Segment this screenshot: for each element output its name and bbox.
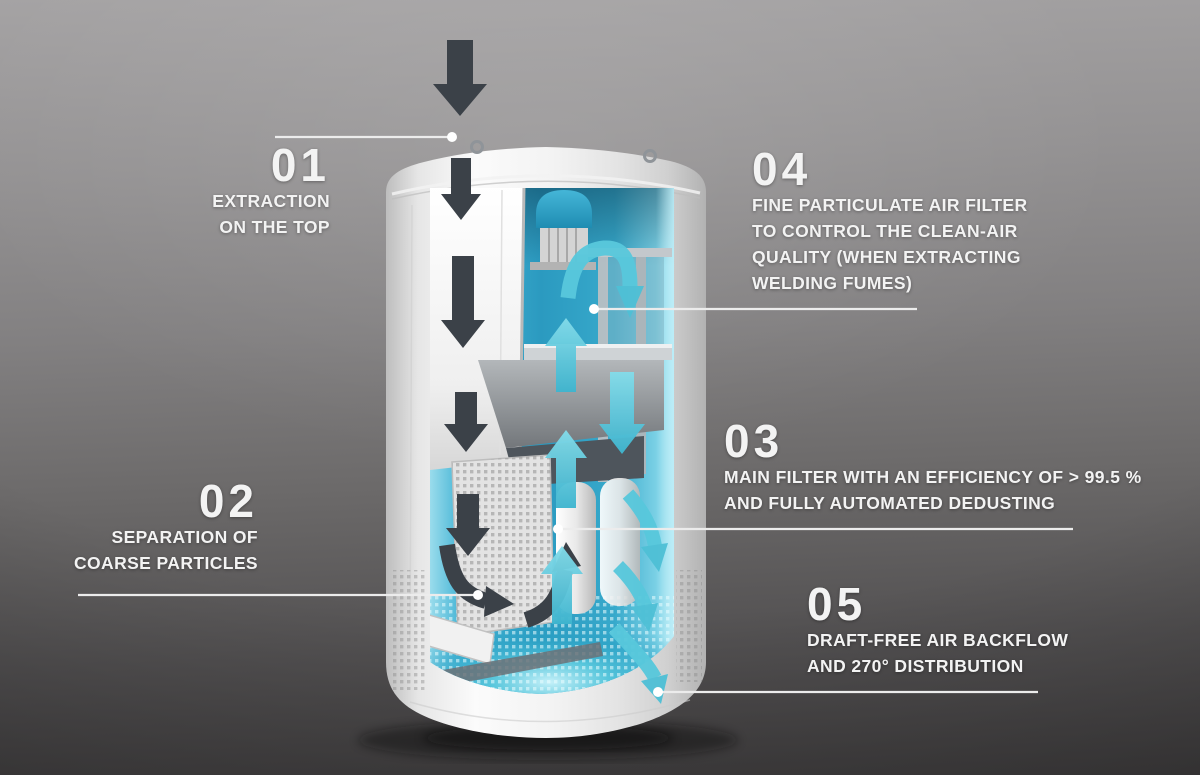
leader-line-02 [78, 590, 483, 600]
callout-05: 05 DRAFT-FREE AIR BACKFLOW AND 270° DIST… [807, 581, 1068, 679]
leader-dot [553, 524, 563, 534]
callout-04: 04 FINE PARTICULATE AIR FILTER TO CONTRO… [752, 146, 1028, 296]
callout-05-number: 05 [807, 578, 867, 630]
backflow-curved-arrow-icon [622, 489, 668, 572]
duct-down-arrow-icon [446, 494, 490, 556]
leader-line-04 [589, 304, 917, 314]
fan-motor [530, 190, 596, 270]
callout-05-text: AND 270° DISTRIBUTION [807, 656, 1024, 676]
callout-04-text: WELDING FUMES) [752, 273, 913, 293]
callout-03-number: 03 [724, 415, 784, 467]
leader-dot [653, 687, 663, 697]
leader-dot [447, 132, 457, 142]
dust-discharge-chute [430, 609, 603, 690]
callout-04-text: QUALITY (WHEN EXTRACTING [752, 247, 1021, 267]
duct-down-arrow-icon [441, 158, 481, 220]
callout-02: 02 SEPARATION OF COARSE PARTICLES [74, 478, 258, 576]
callout-04-text: FINE PARTICULATE AIR FILTER [752, 195, 1028, 215]
callout-02-number: 02 [198, 475, 258, 527]
leader-line-05 [653, 687, 1038, 697]
over-top-curved-arrow-icon [560, 240, 644, 318]
perforated-band-left [390, 570, 428, 690]
callout-02-text: SEPARATION OF [111, 527, 258, 547]
callout-01-text: ON THE TOP [219, 217, 330, 237]
perforated-band-right [676, 570, 702, 682]
callout-05-text: DRAFT-FREE AIR BACKFLOW [807, 630, 1069, 650]
callout-04-number: 04 [752, 143, 812, 195]
down-arrow-icon [599, 372, 645, 454]
leader-dot [473, 590, 483, 600]
callout-03-text: AND FULLY AUTOMATED DEDUSTING [724, 493, 1056, 513]
leader-line-03 [553, 524, 1073, 534]
callout-01-text: EXTRACTION [212, 191, 330, 211]
up-arrow-icon [541, 546, 583, 624]
callout-01: 01 EXTRACTION ON THE TOP [212, 142, 330, 240]
callout-03-text: MAIN FILTER WITH AN EFFICIENCY OF > 99.5… [724, 467, 1142, 487]
duct-down-arrow-icon [444, 392, 488, 452]
backflow-curved-arrow-icon [612, 561, 658, 632]
callout-03: 03 MAIN FILTER WITH AN EFFICIENCY OF > 9… [724, 418, 1142, 516]
callout-02-text: COARSE PARTICLES [73, 553, 258, 573]
leader-lines [78, 132, 1073, 697]
clean-air-arrows [541, 240, 668, 704]
lifting-hook-icon [470, 140, 657, 163]
leader-line-01 [275, 132, 457, 142]
duct-down-arrow-icon [441, 256, 485, 348]
leader-dot [589, 304, 599, 314]
up-arrow-icon [545, 318, 587, 392]
callout-04-text: TO CONTROL THE CLEAN-AIR [752, 221, 1018, 241]
intake-down-arrow-icon [433, 40, 487, 116]
up-arrow-icon [545, 430, 587, 508]
callout-01-number: 01 [270, 139, 330, 191]
